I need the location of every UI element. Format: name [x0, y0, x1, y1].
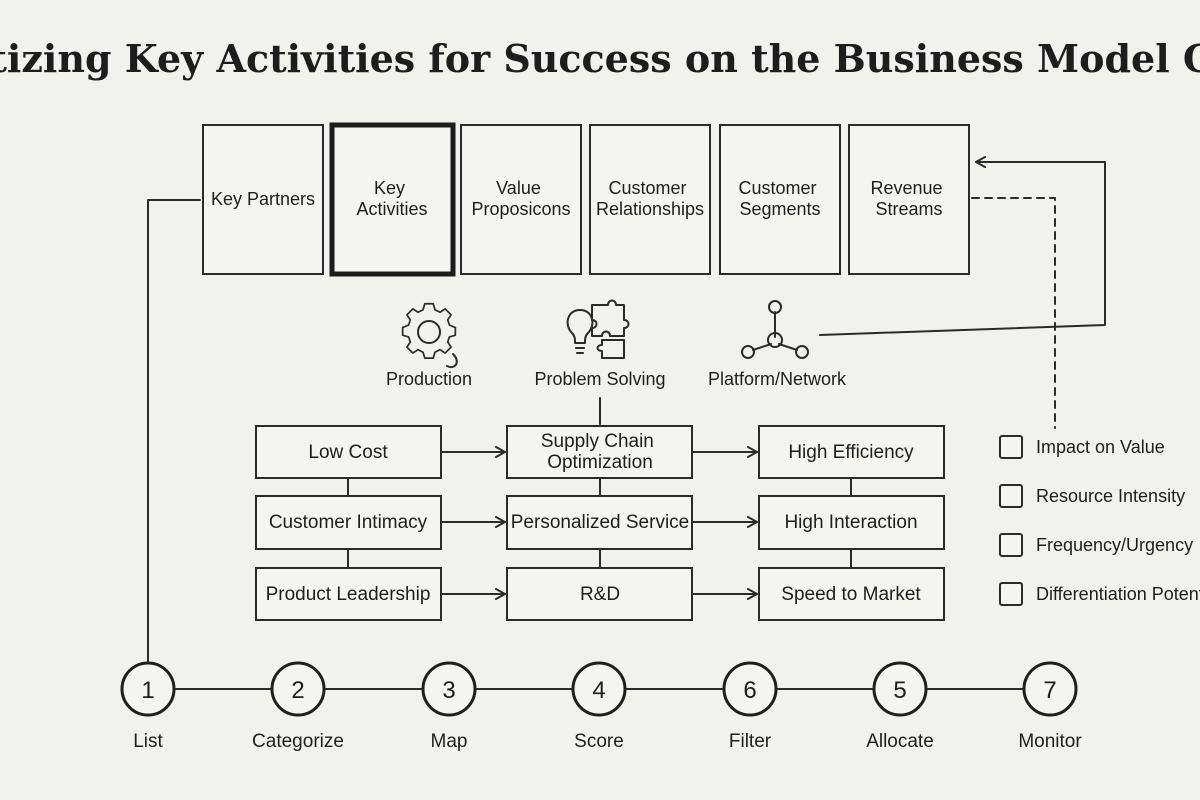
lightbulb-puzzle-icon: [566, 299, 630, 359]
step-label: Score: [574, 731, 624, 752]
criteria-label: Frequency/Urgency: [1036, 535, 1193, 555]
criteria-item[interactable]: Impact on Value: [999, 435, 1165, 459]
step-number: 4: [592, 677, 605, 704]
step-circle: [571, 661, 627, 717]
svg-text:Value Proposicons: Value Proposicons: [471, 178, 570, 219]
svg-text:Customer Segments: Customer Segments: [738, 178, 821, 219]
page-title: Prioritizing Key Activities for Success …: [0, 36, 1200, 81]
strategy-label: Product Leadership: [266, 584, 431, 605]
step: 4 Score: [571, 661, 627, 752]
criteria-checkbox[interactable]: [999, 435, 1023, 459]
step-circle: [1022, 661, 1078, 717]
criteria-item[interactable]: Frequency/Urgency: [999, 533, 1193, 557]
network-icon: [741, 300, 809, 359]
step: 5 Allocate: [866, 661, 934, 752]
svg-text:Revenue Streams: Revenue Streams: [870, 178, 947, 219]
canvas-block-value-propositions: Value Proposicons: [460, 124, 582, 275]
activity-types: Production Problem Solving: [386, 299, 847, 389]
step-number: 5: [893, 677, 906, 704]
canvas-block-customer-relationships: Customer Relationships: [589, 124, 711, 275]
canvas-block-revenue-streams: Revenue Streams: [848, 124, 970, 275]
criteria-label: Impact on Value: [1036, 437, 1165, 457]
result-label: High Interaction: [784, 512, 917, 533]
step: 1 List: [120, 661, 176, 752]
step-label: Map: [431, 731, 468, 752]
svg-text:Key Activities: Key Activities: [356, 178, 427, 219]
revenue-to-criteria-dashed-line: [971, 197, 1056, 429]
activity-label: Supply Chain Optimization: [541, 431, 659, 473]
canvas-block-key-activities: Key Activities: [329, 122, 456, 277]
list-to-key-partners-line: [147, 199, 201, 663]
step-circle: [421, 661, 477, 717]
step: 6 Filter: [722, 661, 778, 752]
criteria-checkbox[interactable]: [999, 484, 1023, 508]
steps-timeline: 1 List 2 Categorize 3 Map 4 Score 6 Filt…: [120, 661, 1082, 752]
step-circle: [120, 661, 176, 717]
strategy-grid: Low Cost Supply Chain Optimization High …: [255, 425, 945, 621]
result-label: Speed to Market: [781, 584, 921, 605]
strategy-label: Customer Intimacy: [269, 512, 428, 533]
step-label: Monitor: [1018, 731, 1082, 752]
step-circle: [872, 661, 928, 717]
strategy-row: Low Cost Supply Chain Optimization High …: [255, 425, 945, 479]
step-label: Filter: [729, 731, 772, 752]
activity-label: Personalized Service: [511, 512, 689, 533]
step-label: List: [133, 731, 163, 752]
step-circle: [722, 661, 778, 717]
step-number: 3: [442, 677, 455, 704]
criteria-checkbox[interactable]: [999, 582, 1023, 606]
step-number: 6: [743, 677, 756, 704]
criteria-checklist: Impact on Value Resource Intensity Frequ…: [999, 435, 1200, 606]
canvas-blocks: Key Partners Key Activities Value Propos…: [202, 122, 970, 277]
activity-type-label: Production: [386, 369, 472, 389]
step: 7 Monitor: [1018, 661, 1082, 752]
step-label: Categorize: [252, 731, 344, 752]
criteria-label: Differentiation Potential: [1036, 584, 1200, 604]
step-label: Allocate: [866, 731, 934, 752]
canvas-block-customer-segments: Customer Segments: [719, 124, 841, 275]
network-to-revenue-line: [819, 156, 1106, 336]
canvas-block-key-partners: Key Partners: [202, 124, 324, 275]
svg-text:Key Partners: Key Partners: [211, 189, 315, 209]
strategy-row: Customer Intimacy Personalized Service H…: [255, 495, 945, 550]
activity-type-label: Platform/Network: [708, 369, 847, 389]
step: 3 Map: [421, 661, 477, 752]
result-label: High Efficiency: [788, 442, 914, 463]
criteria-item[interactable]: Differentiation Potential: [999, 582, 1200, 606]
step-number: 7: [1043, 677, 1056, 704]
step: 2 Categorize: [252, 661, 344, 752]
strategy-row: Product Leadership R&D Speed to Market: [255, 567, 945, 621]
activity-label: R&D: [580, 584, 620, 605]
gear-icon: [401, 302, 458, 368]
criteria-item[interactable]: Resource Intensity: [999, 484, 1185, 508]
step-number: 1: [141, 677, 154, 704]
svg-text:Customer Relationships: Customer Relationships: [596, 178, 704, 219]
criteria-label: Resource Intensity: [1036, 486, 1185, 506]
step-number: 2: [291, 677, 304, 704]
step-circle: [270, 661, 326, 717]
criteria-checkbox[interactable]: [999, 533, 1023, 557]
strategy-label: Low Cost: [308, 442, 388, 463]
activity-type-label: Problem Solving: [534, 369, 665, 389]
